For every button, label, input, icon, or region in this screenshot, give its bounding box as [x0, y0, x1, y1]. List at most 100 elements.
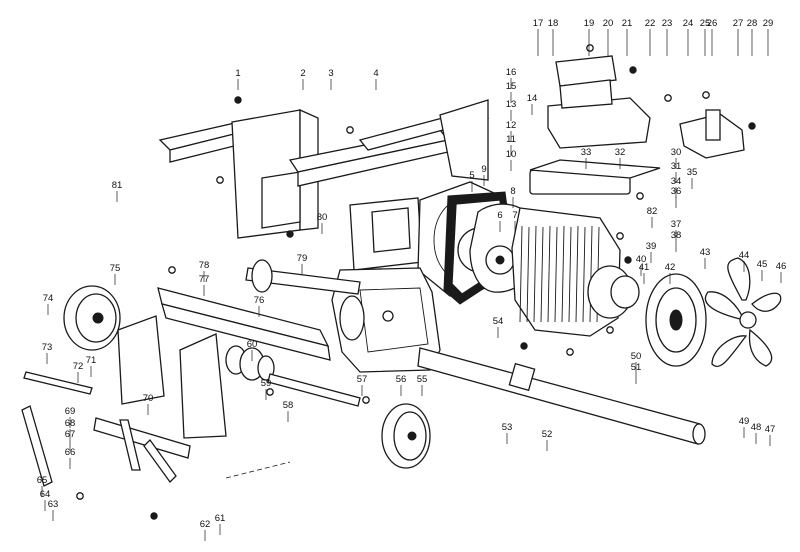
callout-3: 3	[328, 68, 333, 79]
side-plate-left	[117, 315, 227, 439]
shift-lever-assembly	[21, 371, 191, 487]
engine-flange	[587, 265, 640, 319]
callout-71: 71	[86, 355, 97, 366]
cooling-fan	[704, 257, 782, 368]
callout-66: 66	[65, 447, 76, 458]
callout-41: 41	[639, 262, 650, 273]
callout-70: 70	[143, 393, 154, 404]
fastener	[606, 326, 614, 334]
callout-74: 74	[43, 293, 54, 304]
callout-67: 67	[65, 429, 76, 440]
mount-plate	[349, 197, 423, 271]
callout-7: 7	[512, 210, 517, 221]
fastener	[76, 492, 84, 500]
callout-14: 14	[527, 93, 538, 104]
fastener	[586, 44, 594, 52]
fastener	[150, 512, 158, 520]
callout-52: 52	[542, 429, 553, 440]
callout-49: 49	[739, 416, 750, 427]
callout-19: 19	[584, 18, 595, 29]
upper-frame-bracket	[158, 108, 319, 239]
callout-55: 55	[417, 374, 428, 385]
callout-39: 39	[646, 241, 657, 252]
callout-82: 82	[647, 206, 658, 217]
fastener	[266, 388, 274, 396]
fastener	[624, 256, 632, 264]
drive-shaft	[245, 259, 361, 295]
fastener	[234, 96, 242, 104]
callout-48: 48	[751, 422, 762, 433]
callout-68: 68	[65, 418, 76, 429]
callout-42: 42	[665, 262, 676, 273]
fastener	[636, 192, 644, 200]
callout-26: 26	[707, 18, 718, 29]
leader-lines	[41, 29, 782, 541]
callout-1: 1	[235, 68, 240, 79]
callout-5: 5	[469, 170, 474, 181]
callout-34: 34	[671, 176, 682, 187]
engine-block	[511, 159, 661, 337]
callout-80: 80	[317, 212, 328, 223]
callout-81: 81	[112, 180, 123, 191]
callout-51: 51	[631, 362, 642, 373]
governor-bracket	[547, 55, 651, 149]
callout-12: 12	[506, 120, 517, 131]
main-axle-shaft	[417, 347, 706, 445]
callout-60: 60	[247, 339, 258, 350]
callout-58: 58	[283, 400, 294, 411]
callout-16: 16	[506, 67, 517, 78]
callout-17: 17	[533, 18, 544, 29]
callout-54: 54	[493, 316, 504, 327]
callout-18: 18	[548, 18, 559, 29]
callout-57: 57	[357, 374, 368, 385]
callout-76: 76	[254, 295, 265, 306]
callout-4: 4	[373, 68, 378, 79]
callout-56: 56	[396, 374, 407, 385]
fastener	[616, 232, 624, 240]
callout-10: 10	[506, 149, 517, 160]
fastener	[566, 348, 574, 356]
callout-22: 22	[645, 18, 656, 29]
callout-6: 6	[497, 210, 502, 221]
fastener	[702, 91, 710, 99]
fastener	[286, 230, 294, 238]
fastener	[629, 66, 637, 74]
callout-44: 44	[739, 250, 750, 261]
wheel-left	[63, 285, 121, 351]
fastener	[346, 126, 354, 134]
callout-36: 36	[671, 186, 682, 197]
callout-73: 73	[42, 342, 53, 353]
callout-38: 38	[671, 230, 682, 241]
callout-65: 65	[37, 475, 48, 486]
fastener	[362, 396, 370, 404]
callout-21: 21	[622, 18, 633, 29]
callout-25: 25	[700, 18, 711, 29]
transmission-housing	[331, 267, 441, 373]
callout-13: 13	[506, 99, 517, 110]
rod-assembly	[225, 373, 361, 479]
callout-24: 24	[683, 18, 694, 29]
fastener	[216, 176, 224, 184]
callout-45: 45	[757, 259, 768, 270]
callout-35: 35	[687, 167, 698, 178]
callout-20: 20	[603, 18, 614, 29]
hardware-fasteners	[76, 44, 756, 520]
callout-28: 28	[747, 18, 758, 29]
clutch-pulley	[645, 273, 707, 367]
callout-46: 46	[776, 261, 787, 272]
fastener	[520, 342, 528, 350]
callout-77: 77	[199, 274, 210, 285]
callout-63: 63	[48, 499, 59, 510]
callout-33: 33	[581, 147, 592, 158]
callout-27: 27	[733, 18, 744, 29]
callout-23: 23	[662, 18, 673, 29]
callout-61: 61	[215, 513, 226, 524]
muffler-bracket	[679, 109, 745, 159]
callout-11: 11	[506, 134, 516, 145]
fastener	[748, 122, 756, 130]
callout-64: 64	[40, 489, 51, 500]
callout-62: 62	[200, 519, 211, 530]
callout-9: 9	[481, 164, 486, 175]
callout-37: 37	[671, 219, 682, 230]
